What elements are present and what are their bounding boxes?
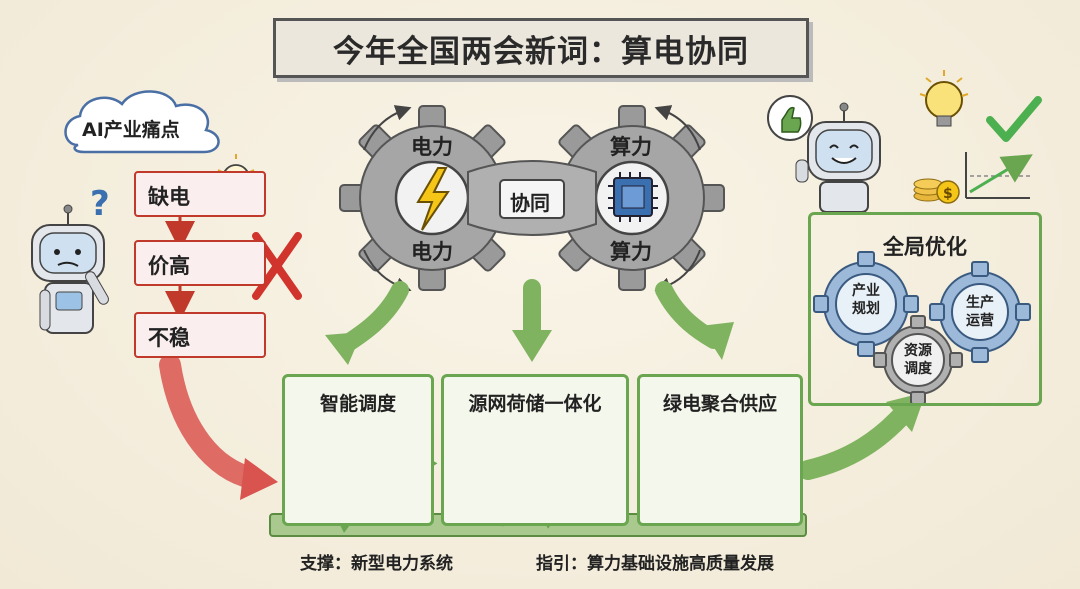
lightbulb-icon-2 — [919, 70, 969, 127]
pain-cloud-label: AI产业痛点 — [82, 119, 180, 141]
question-icon: ? — [90, 184, 110, 224]
planning-gear — [813, 251, 919, 357]
gear-label-compute-top: 算力 — [610, 135, 652, 159]
scheduling-gear — [873, 315, 963, 405]
pain-item-high-price: 价高 — [134, 240, 266, 286]
thumbs-up-icon — [767, 95, 813, 141]
coins-icon-2: $ — [913, 178, 960, 204]
card-green-power-supply: 绿电聚合供应 — [637, 374, 803, 526]
cloud-shape — [64, 90, 220, 154]
gear-label-planning: 产业规划 — [852, 283, 880, 317]
card-title: 全局优化 — [883, 235, 967, 259]
card-global-optimization: 全局优化 — [808, 212, 1042, 406]
pain-item-label: 价高 — [148, 254, 190, 278]
check-icon — [986, 96, 1042, 142]
confused-robot — [31, 204, 109, 334]
gear-label-scheduling: 资源调度 — [904, 343, 932, 377]
red-curve-arrow — [159, 354, 278, 500]
title-banner: 今年全国两会新词：算电协同 — [273, 18, 809, 78]
sync-bridge — [467, 160, 597, 236]
lightning-icon — [416, 167, 450, 231]
svg-text:$: $ — [943, 186, 953, 202]
svg-text:?: ? — [90, 184, 110, 224]
footer-guidance: 指引：算力基础设施高质量发展 — [536, 554, 774, 574]
card-title: 源网荷储一体化 — [468, 393, 602, 415]
pain-item-power-shortage: 缺电 — [134, 171, 266, 217]
chip-icon — [608, 172, 658, 222]
card-title: 绿电聚合供应 — [662, 393, 777, 415]
green-down-arrows — [325, 279, 734, 365]
pain-item-label: 不稳 — [148, 326, 190, 350]
gear-label-operations: 生产运营 — [966, 295, 994, 329]
pain-item-label: 缺电 — [148, 185, 190, 209]
gear-label-power-bottom: 电力 — [411, 240, 453, 264]
footer-support: 支撑：新型电力系统 — [300, 554, 453, 574]
card-smart-dispatch: 智能调度 — [282, 374, 434, 526]
operations-gear — [929, 261, 1031, 363]
card-source-grid-load-storage: 源网荷储一体化 — [441, 374, 629, 526]
gear-label-power-top: 电力 — [411, 135, 453, 159]
page-title: 今年全国两会新词：算电协同 — [333, 33, 749, 70]
card-title: 智能调度 — [319, 393, 396, 415]
happy-robot — [795, 102, 881, 213]
growth-chart-icon — [965, 152, 1033, 199]
gear-label-compute-bottom: 算力 — [610, 240, 652, 264]
bridge-label: 协同 — [510, 191, 550, 215]
pain-item-unstable: 不稳 — [134, 312, 266, 358]
